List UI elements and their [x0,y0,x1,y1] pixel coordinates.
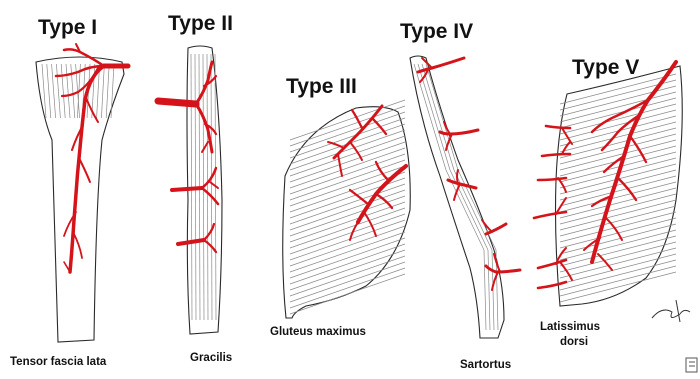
gluteus-maximus-label: Gluteus maximus [270,326,366,338]
corner-glyph-icon [686,358,697,372]
type-1-title: Type I [38,16,97,39]
gracilis-label: Gracilis [190,352,232,364]
panel-type-1: Type I Tensor fascia lata [10,16,128,368]
type-4-title: Type IV [400,20,473,43]
tensor-fascia-lata-label: Tensor fascia lata [10,356,107,368]
panel-type-5: Type V [534,56,682,348]
sartorius-label: Sartortus [460,359,511,371]
gluteus-maximus-muscle [283,100,411,318]
artist-signature [652,300,690,322]
panel-type-2: Type II Gracilis [158,12,233,364]
latissimus-dorsi-muscle [556,66,683,306]
panel-type-4: Type IV Sartortus [400,20,520,371]
latissimus-label-line-2: dorsi [560,336,588,348]
panel-type-3: Type III Gluteus maximus [270,75,410,338]
type-5-title: Type V [572,56,639,79]
tensor-fascia-lata-muscle [36,57,124,342]
latissimus-label-line-1: Latissimus [540,321,600,333]
type-2-title: Type II [168,12,233,35]
type-3-title: Type III [286,75,357,98]
sartorius-muscle [410,56,504,338]
